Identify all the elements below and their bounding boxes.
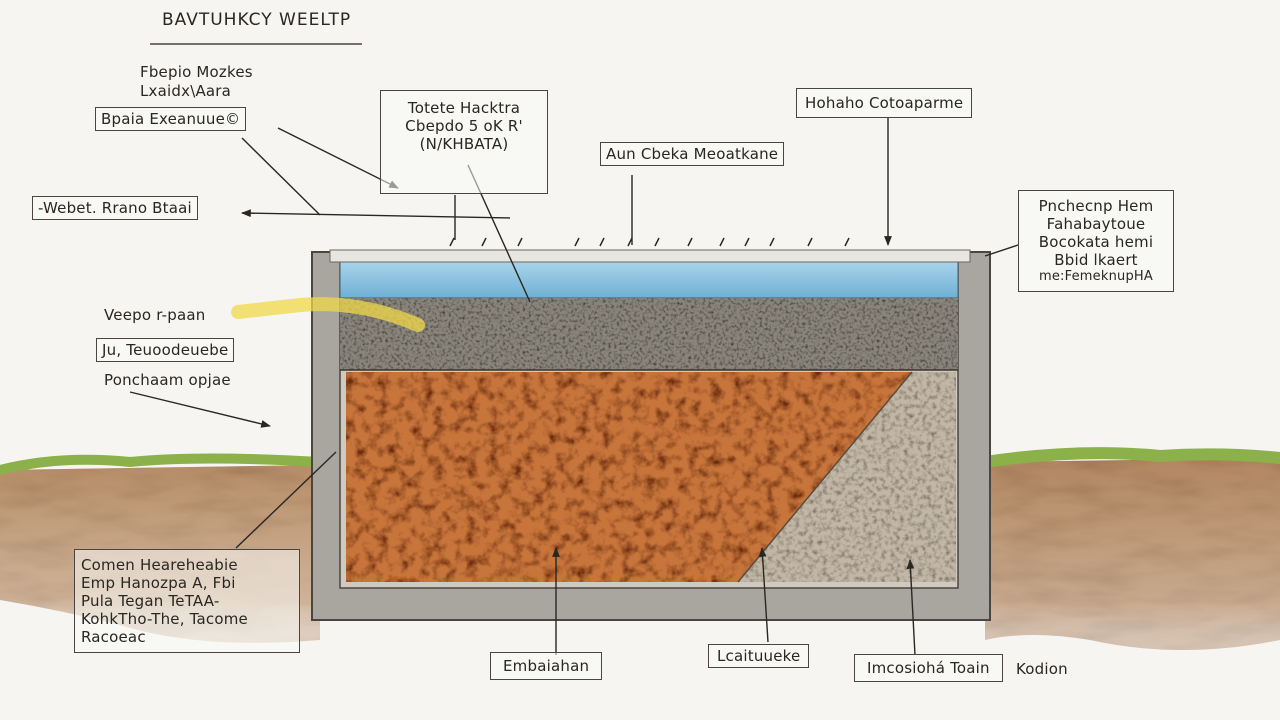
label-bottom-4: Kodion [1016, 660, 1068, 678]
soil-layer [346, 372, 912, 582]
bottom-left-line-2: Emp Hanozpa A, Fbi [81, 574, 236, 592]
gravel-layer [340, 298, 958, 370]
label-bottom-2: Lcaituueke [708, 644, 810, 668]
label-left-box: -Webet. Rrano Btaai [32, 196, 198, 220]
bottom-left-line-3: Pula Tegan TeTAA- [81, 592, 220, 610]
label-top-left-2: Lxaidx\Aara [140, 82, 232, 100]
right-box-line-1: Pnchecnp Hem [1038, 197, 1154, 215]
grass-right [979, 447, 1280, 468]
label-top-right-box: Hohaho Cotoaparme [796, 88, 973, 118]
highlight-arrow [231, 297, 425, 332]
stone-wedge [738, 372, 956, 582]
label-left-mid-box: Ju, Teuoodeuebe [96, 338, 235, 362]
leader-lines [129, 118, 1019, 656]
label-top-left-1: Fbepio Mozkes [140, 63, 253, 81]
center-box-line-1: Totete Hacktra [407, 99, 521, 117]
label-right-box: Pnchecnp Hem Fahabaytoue Bocokata hemi B… [1018, 190, 1174, 292]
center-box-line-3: (N/KHBATA) [419, 135, 509, 153]
right-box-line-3: Bocokata hemi [1038, 233, 1154, 251]
lid-ticks [449, 237, 850, 247]
label-top-left-box: Bpaia Exeanuue© [95, 107, 247, 131]
tank-lid [329, 249, 971, 263]
right-box-line-4: Bbid lkaert [1054, 251, 1138, 269]
label-left-mid-2: Ponchaam opjae [104, 371, 231, 389]
right-box-line-2: Fahabaytoue [1046, 215, 1146, 233]
label-center-box: Totete Hacktra Cbepdo 5 oK R' (N/KHBATA) [380, 90, 548, 194]
bottom-left-line-1: Comen Heareheabie [81, 556, 238, 574]
water-layer [339, 261, 959, 299]
grass-left [0, 453, 325, 475]
right-box-line-5: me:FemeknupHA [1039, 269, 1153, 284]
label-center: Aun Cbeka Meoatkane [600, 142, 785, 166]
diagram-title: BAVTUHKCY WEELTP [162, 10, 352, 30]
label-left-mid-1: Veepo r-paan [104, 306, 206, 324]
bottom-left-line-5: Racoeac [81, 628, 146, 646]
tank [311, 249, 991, 621]
label-bottom-left-box: Comen Heareheabie Emp Hanozpa A, Fbi Pul… [74, 549, 300, 653]
ground-right [985, 458, 1280, 650]
label-bottom-1: Embaiahan [490, 652, 603, 680]
bottom-left-line-4: KohkTho-The, Tacome [81, 610, 248, 628]
center-box-line-2: Cbepdo 5 oK R' [405, 117, 523, 135]
label-bottom-3: Imcosiohá Toain [854, 654, 1003, 682]
